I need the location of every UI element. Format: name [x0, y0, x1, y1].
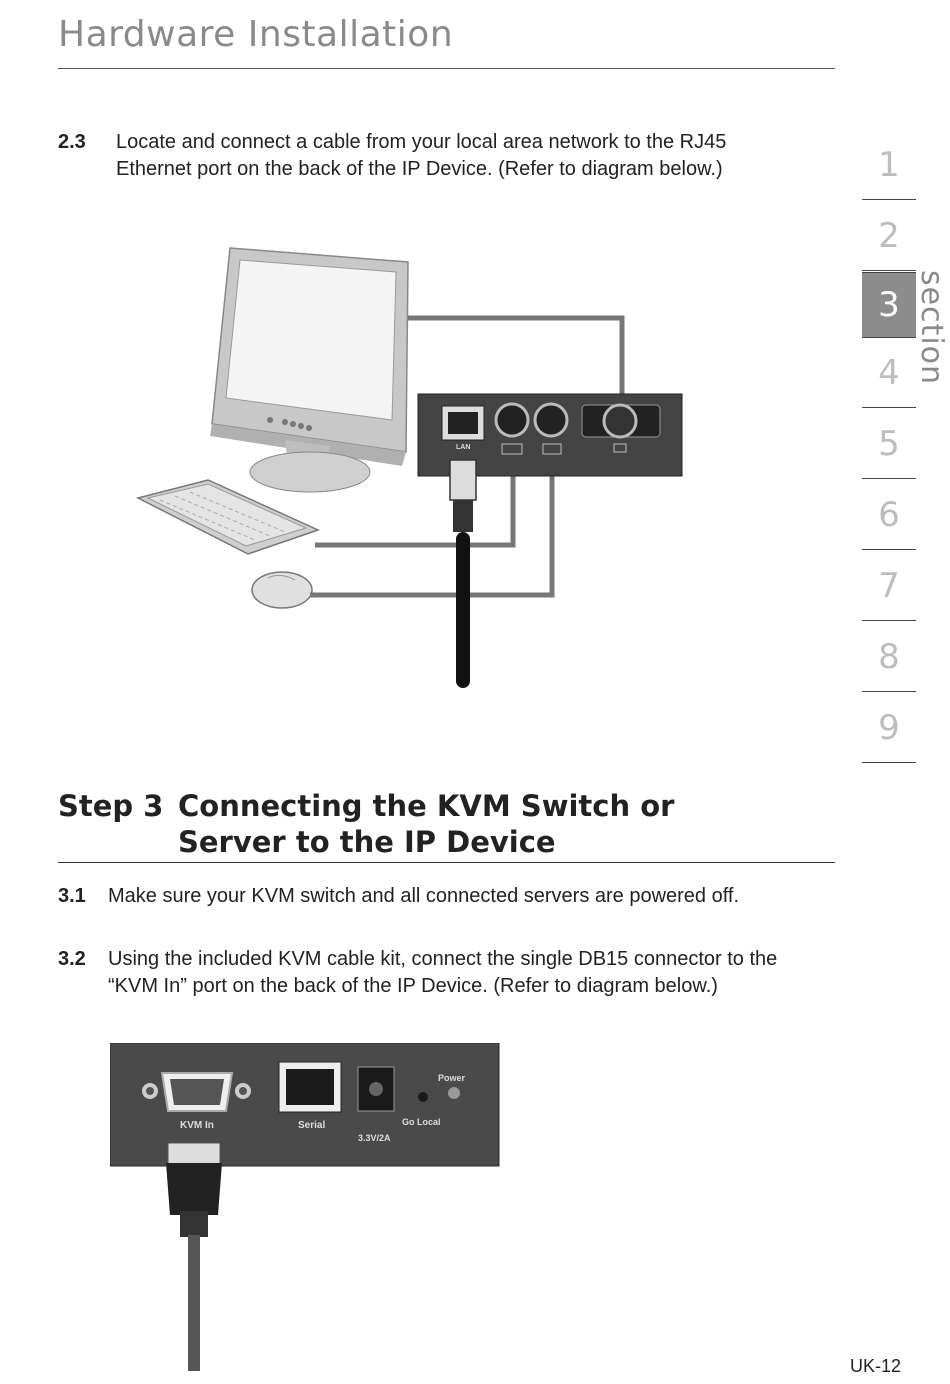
keyboard-illustration [135, 479, 321, 555]
step-title: Connecting the KVM Switch or Server to t… [178, 789, 675, 859]
section-nav-item-5[interactable]: 5 [862, 409, 916, 479]
section-nav-item-6[interactable]: 6 [862, 480, 916, 550]
step-text: Make sure your KVM switch and all connec… [108, 885, 740, 907]
power-label: Power [438, 1073, 466, 1083]
section-nav-item-4[interactable]: 4 [862, 338, 916, 408]
kvm-in-port [142, 1072, 251, 1112]
step-3-1: 3.1 Make sure your KVM switch and all co… [58, 883, 838, 910]
step-text: Locate and connect a cable from your loc… [116, 131, 727, 180]
step-text: Using the included KVM cable kit, connec… [108, 948, 778, 997]
step-number: 3.1 [58, 885, 86, 907]
section-nav-item-3-active[interactable]: 3 [862, 272, 916, 338]
section-nav-item-9[interactable]: 9 [862, 693, 916, 763]
section-label-text: section [914, 270, 949, 386]
section-nav-item-8[interactable]: 8 [862, 622, 916, 692]
header-rule [58, 68, 835, 69]
serial-port-label: Serial [298, 1120, 325, 1131]
step-label: Step 3 [58, 789, 164, 823]
kvm-in-connection-diagram: KVM In Serial 3.3V/2A Go Local Power [110, 1043, 500, 1371]
section-nav-item-1[interactable]: 1 [862, 130, 916, 200]
voltage-label: 3.3V/2A [358, 1133, 391, 1143]
step-number: 3.2 [58, 948, 86, 970]
page-header-title: Hardware Installation [58, 14, 454, 55]
lan-connection-diagram: LAN [135, 247, 683, 688]
mouse-illustration [251, 571, 313, 609]
section-nav-item-7[interactable]: 7 [862, 551, 916, 621]
section-label: section [912, 270, 950, 390]
go-local-label: Go Local [402, 1117, 441, 1127]
step-heading-rule [58, 862, 835, 863]
step-3-2: 3.2 Using the included KVM cable kit, co… [58, 946, 818, 1000]
monitor-illustration [210, 247, 409, 493]
page-number: UK-12 [850, 1356, 902, 1376]
kvm-in-label: KVM In [180, 1120, 214, 1131]
step-number: 2.3 [58, 131, 86, 153]
step-2-3: 2.3 Locate and connect a cable from your… [58, 129, 778, 183]
lan-port-label: LAN [456, 444, 470, 451]
kvm-cable [166, 1142, 222, 1371]
ethernet-cable [449, 459, 477, 688]
section-nav-item-2[interactable]: 2 [862, 201, 916, 271]
